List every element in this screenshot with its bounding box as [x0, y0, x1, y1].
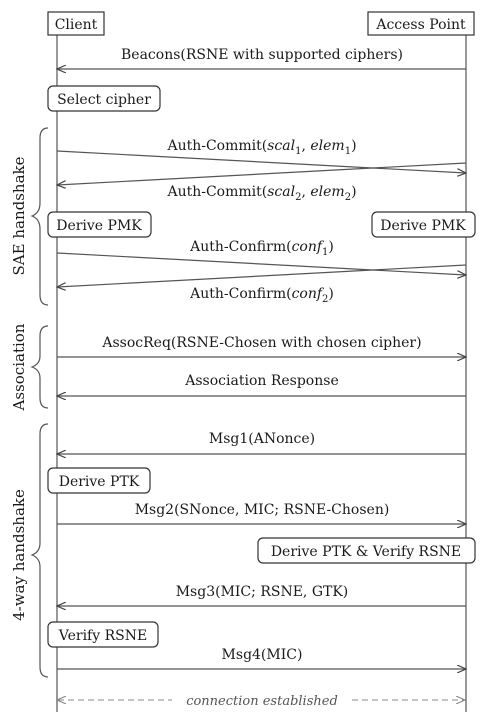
msg4-label: Msg4(MIC) — [222, 647, 303, 663]
derive-ptk-ap-box: Derive PTK & Verify RSNE — [257, 537, 476, 564]
assoc-resp-label: Association Response — [184, 373, 338, 389]
auth-confirm-2-arrow — [57, 264, 467, 287]
four-way-handshake-label: 4-way handshake — [10, 489, 28, 621]
auth-commit-2-arrow — [57, 162, 467, 185]
auth-confirm-1-label: Auth-Confirm(conf1) — [189, 239, 334, 258]
derive-ptk-client-box: Derive PTK — [47, 467, 151, 494]
auth-commit-2-label: Auth-Commit(scal2, elem2) — [166, 184, 356, 203]
msg1-label: Msg1(ANonce) — [209, 431, 315, 447]
verify-rsne-box: Verify RSNE — [47, 621, 159, 648]
client-header: Client — [47, 11, 105, 36]
auth-commit-1-label: Auth-Commit(scal1, elem1) — [166, 138, 356, 157]
derive-ptk-client-label: Derive PTK — [59, 474, 140, 490]
verify-rsne-label: Verify RSNE — [58, 628, 147, 644]
association-brace — [30, 325, 49, 409]
derive-ptk-ap-label: Derive PTK & Verify RSNE — [271, 544, 461, 560]
derive-pmk-client-box: Derive PMK — [47, 211, 152, 238]
beacons-label: Beacons(RSNE with supported ciphers) — [121, 47, 403, 63]
msg2-label: Msg2(SNonce, MIC; RSNE-Chosen) — [135, 502, 390, 518]
client-label: Client — [55, 17, 98, 33]
auth-confirm-2-label: Auth-Confirm(conf2) — [189, 286, 334, 305]
auth-confirm-1-arrow — [56, 252, 466, 275]
auth-commit-1-arrow — [56, 150, 466, 173]
assoc-req-label: AssocReq(RSNE-Chosen with chosen cipher) — [101, 335, 421, 351]
association-label: Association — [10, 323, 28, 411]
derive-pmk-client-label: Derive PMK — [56, 218, 142, 234]
derive-pmk-ap-box: Derive PMK — [371, 211, 476, 238]
connection-established-label: connection established — [186, 694, 338, 709]
four-way-brace — [30, 423, 49, 678]
access-point-label: Access Point — [375, 17, 466, 33]
select-cipher-box: Select cipher — [47, 85, 161, 112]
msg3-label: Msg3(MIC; RSNE, GTK) — [176, 584, 349, 600]
select-cipher-label: Select cipher — [57, 92, 151, 108]
sae-handshake-label: SAE handshake — [10, 156, 28, 275]
sae-brace — [30, 127, 49, 306]
access-point-header: Access Point — [367, 11, 475, 36]
derive-pmk-ap-label: Derive PMK — [380, 218, 466, 234]
